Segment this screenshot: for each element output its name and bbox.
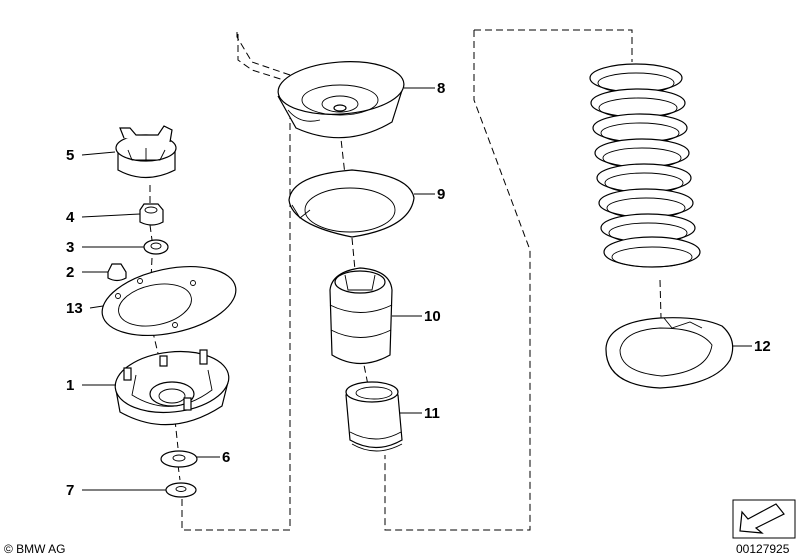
callout-6: 6	[222, 449, 230, 466]
callout-8: 8	[437, 80, 445, 97]
part-2-nut	[107, 263, 127, 282]
part-12-coil-spring	[589, 63, 701, 268]
part-6-washer	[160, 450, 198, 468]
callout-9: 9	[437, 186, 445, 203]
callout-2: 2	[66, 264, 74, 281]
callout-7: 7	[66, 482, 74, 499]
callout-11: 11	[424, 405, 440, 422]
part-5-cap	[115, 125, 177, 179]
group-bracket-middle	[237, 34, 291, 83]
diagram-number: 00127925	[736, 542, 790, 556]
part-1-strut-mount	[114, 349, 230, 426]
part-9-ring	[288, 169, 415, 238]
callout-1: 1	[66, 377, 74, 394]
part-8-spring-seat	[277, 61, 405, 139]
callout-5: 5	[66, 147, 74, 164]
part-12-spring-pad	[605, 317, 734, 389]
part-7-washer	[165, 482, 197, 498]
part-11-dust-boot	[345, 381, 403, 452]
copyright-text: © BMW AG	[4, 542, 66, 556]
part-3-washer	[143, 239, 169, 255]
part-13-gasket	[101, 266, 237, 336]
callout-4: 4	[66, 209, 75, 226]
callout-3: 3	[66, 239, 74, 256]
callout-12: 12	[754, 338, 771, 355]
part-4-nut	[139, 203, 164, 226]
orientation-arrow-icon	[732, 499, 796, 539]
group-bracket-right	[474, 29, 633, 62]
callout-13: 13	[66, 300, 83, 317]
part-10-bump-stop	[329, 267, 393, 364]
callout-10: 10	[424, 308, 441, 325]
